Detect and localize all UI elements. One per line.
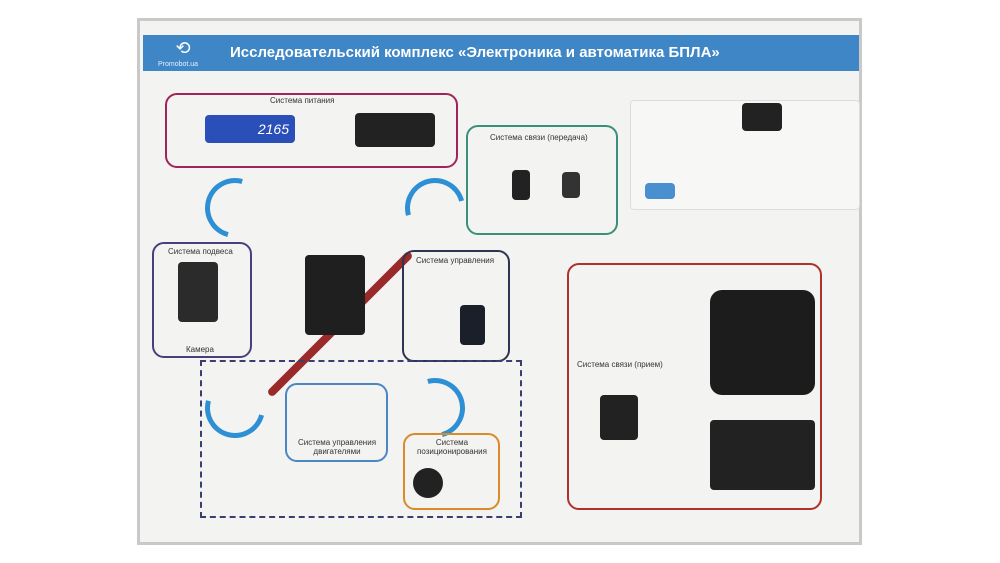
motor-control-label: Система управления двигателями [290,438,384,456]
battery-label: 2165 [257,121,289,137]
comm-tx-box [466,125,618,235]
motor-control-box [285,383,388,462]
gimbal-system-label: Система подвеса [168,247,233,256]
power-system-label: Система питания [270,96,335,105]
autopilot-module [460,305,485,345]
battery-blue: 2165 [205,115,295,143]
schematic-controller [742,103,782,131]
gimbal-system-box [152,242,252,358]
page-title: Исследовательский комплекс «Электроника … [230,44,720,61]
transmitter-module [512,170,530,200]
camera-label: Камера [186,345,214,354]
control-system-label: Система управления [416,256,495,265]
comm-rx-label: Система связи (прием) [577,360,663,369]
comm-rx-box [567,263,822,510]
control-system-box [402,250,510,362]
flight-controller-frame [305,255,365,335]
telemetry-module [562,172,580,198]
fpv-monitor [710,420,815,490]
logo-icon: ⟲ [175,38,191,58]
rc-transmitter [710,290,815,395]
positioning-label: Система позиционирования [417,438,487,456]
gimbal-device [178,262,218,322]
schematic-module [645,183,675,199]
receiver-module [600,395,638,440]
battery-black [355,113,435,147]
gps-module [413,468,443,498]
comm-tx-label: Система связи (передача) [490,133,588,142]
power-system-box [165,93,458,168]
positioning-box [403,433,500,510]
logo-text: Promobot.ua [158,61,199,68]
header-banner [143,35,859,71]
frame-dashed-outline [200,360,522,518]
